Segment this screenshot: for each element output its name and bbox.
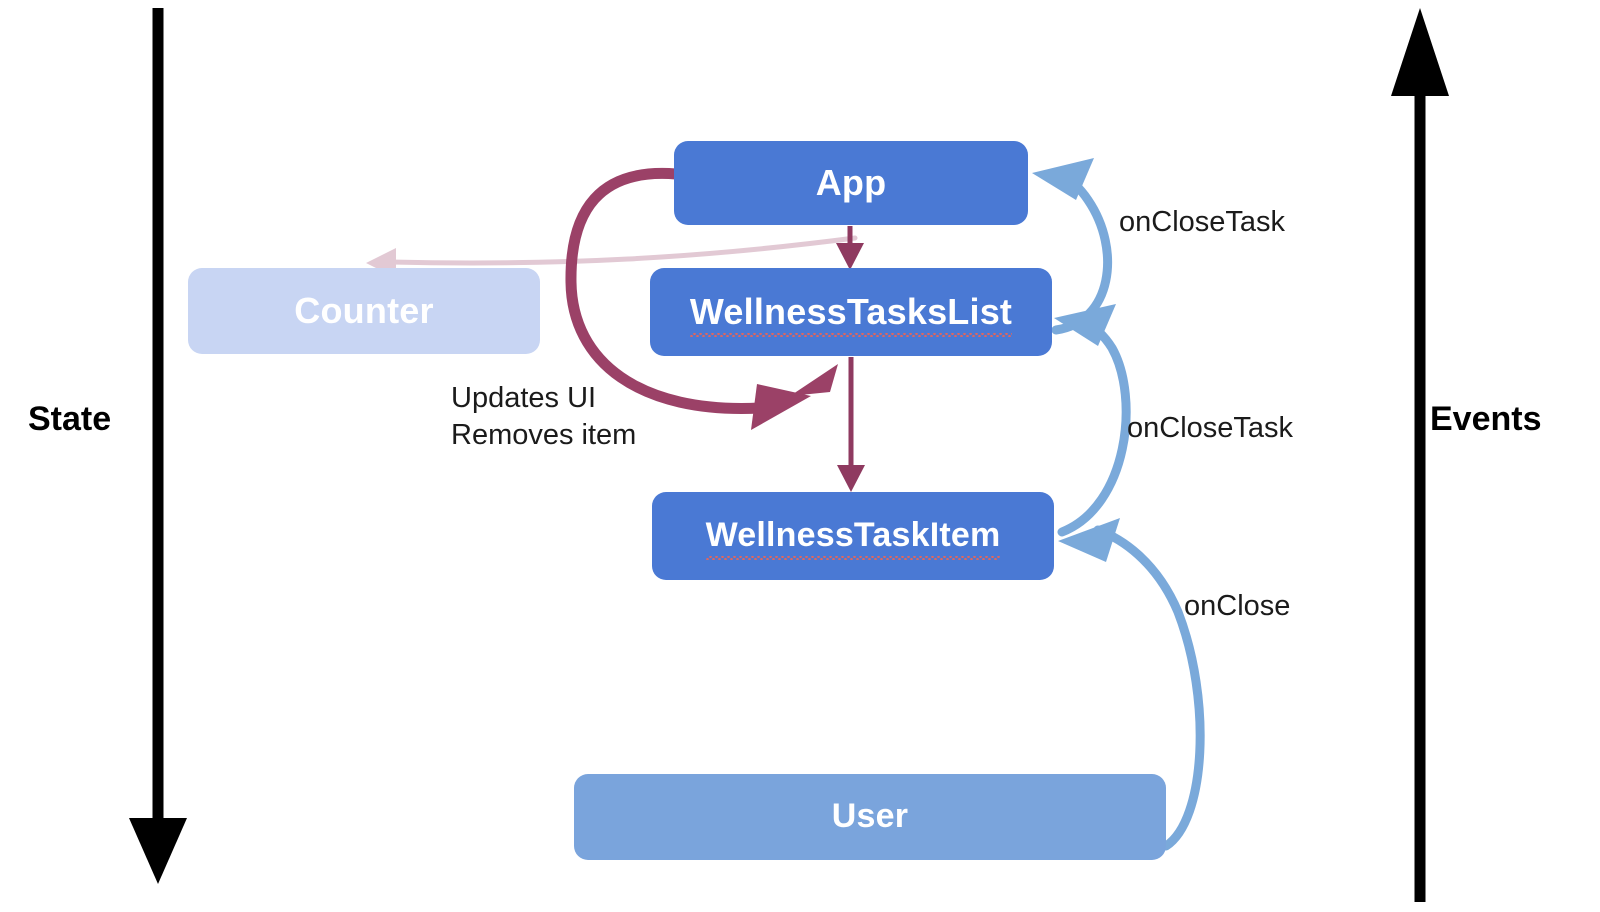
edge-label-onclosetask-list: onCloseTask bbox=[1127, 412, 1294, 444]
node-wellness-tasks-list[interactable]: WellnessTasksList bbox=[650, 268, 1052, 356]
edge-label-onclosetask-app: onCloseTask bbox=[1119, 206, 1286, 238]
axis-label-state: State bbox=[28, 400, 112, 438]
node-user-label: User bbox=[831, 797, 909, 836]
node-wellness-task-item[interactable]: WellnessTaskItem bbox=[652, 492, 1054, 580]
state-axis-arrow bbox=[129, 8, 187, 884]
node-counter[interactable]: Counter bbox=[188, 268, 540, 354]
edge-label-onclose: onClose bbox=[1184, 590, 1291, 622]
node-counter-label: Counter bbox=[294, 290, 434, 332]
node-wellness-tasks-list-label: WellnessTasksList bbox=[689, 291, 1013, 337]
note-line-removes-item: Removes item bbox=[451, 419, 637, 452]
events-axis-arrow bbox=[1391, 8, 1449, 902]
node-user[interactable]: User bbox=[574, 774, 1166, 860]
axis-label-events: Events bbox=[1430, 400, 1542, 438]
note-line-updates-ui: Updates UI bbox=[451, 382, 597, 414]
note-updates-ui-removes-item: Updates UI Removes item bbox=[451, 380, 636, 454]
node-app-label: App bbox=[815, 162, 887, 204]
edge-list-to-item bbox=[837, 357, 865, 492]
node-app[interactable]: App bbox=[674, 141, 1028, 225]
edge-app-to-list bbox=[836, 226, 864, 270]
edge-item-to-list-event bbox=[1054, 304, 1131, 537]
node-wellness-task-item-label: WellnessTaskItem bbox=[705, 516, 1001, 560]
